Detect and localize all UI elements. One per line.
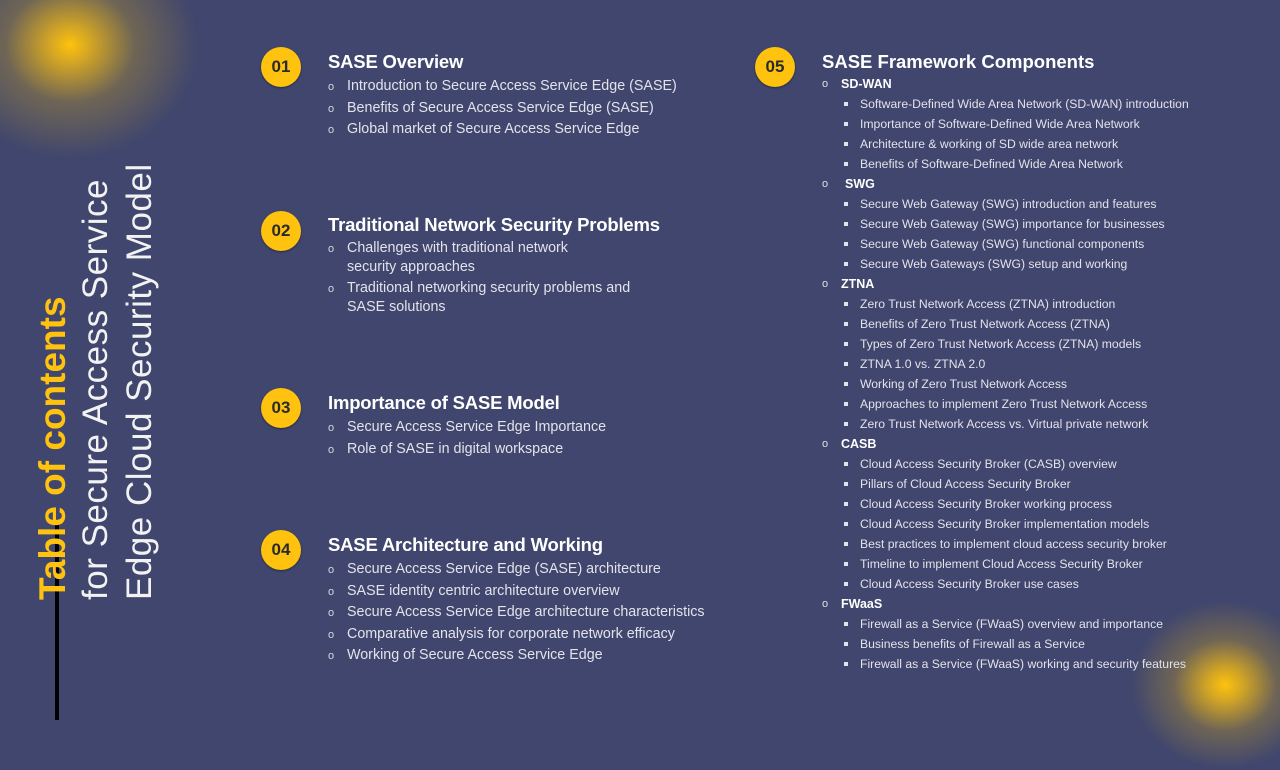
list-item: Zero Trust Network Access (ZTNA) introdu… (822, 294, 1189, 314)
list-item: Benefits of Software-Defined Wide Area N… (822, 154, 1189, 174)
section-sase-framework-components: SASE Framework Components SD-WAN Softwar… (822, 50, 1189, 674)
category-sd-wan: SD-WAN (822, 74, 1189, 94)
section-number-badge: 01 (261, 47, 301, 87)
section-number-badge: 04 (261, 530, 301, 570)
section-heading: SASE Architecture and Working (328, 534, 603, 555)
page-title: Table of contents (30, 296, 76, 600)
subtitle-line-1: for Secure Access Service (76, 179, 115, 600)
list-item: Firewall as a Service (FWaaS) working an… (822, 654, 1189, 674)
list-item: Secure Access Service Edge architecture … (328, 602, 748, 624)
list-item: Zero Trust Network Access vs. Virtual pr… (822, 414, 1189, 434)
section-heading: Traditional Network Security Problems (328, 214, 660, 235)
title-highlight: Table of contents (32, 296, 73, 600)
section-importance-of-sase: Importance of SASE Model Secure Access S… (328, 391, 748, 460)
list-item: Software-Defined Wide Area Network (SD-W… (822, 94, 1189, 114)
list-item: SASE identity centric architecture overv… (328, 581, 748, 602)
category-swg: SWG (822, 174, 1189, 194)
list-item: Cloud Access Security Broker use cases (822, 574, 1189, 594)
section-number-badge: 02 (261, 211, 301, 251)
list-item: Types of Zero Trust Network Access (ZTNA… (822, 334, 1189, 354)
list-item: Business benefits of Firewall as a Servi… (822, 634, 1189, 654)
section-sase-overview: SASE Overview Introduction to Secure Acc… (328, 50, 748, 141)
decorative-glow-top-left (0, 0, 200, 160)
list-item: Benefits of Zero Trust Network Access (Z… (822, 314, 1189, 334)
list-item: Timeline to implement Cloud Access Secur… (822, 554, 1189, 574)
section-sase-architecture: SASE Architecture and Working Secure Acc… (328, 533, 748, 667)
section-heading: Importance of SASE Model (328, 392, 560, 413)
section-number-badge: 05 (755, 47, 795, 87)
list-item: Cloud Access Security Broker working pro… (822, 494, 1189, 514)
list-item: Best practices to implement cloud access… (822, 534, 1189, 554)
section-heading: SASE Overview (328, 51, 464, 72)
list-item: Approaches to implement Zero Trust Netwo… (822, 394, 1189, 414)
list-item: Cloud Access Security Broker implementat… (822, 514, 1189, 534)
list-item: Comparative analysis for corporate netwo… (328, 624, 748, 645)
category-ztna: ZTNA (822, 274, 1189, 294)
list-item: Working of Secure Access Service Edge (328, 645, 748, 667)
category-casb: CASB (822, 434, 1189, 454)
list-item: Benefits of Secure Access Service Edge (… (328, 98, 748, 119)
section-heading: SASE Framework Components (822, 51, 1095, 72)
list-item: Cloud Access Security Broker (CASB) over… (822, 454, 1189, 474)
list-item: Firewall as a Service (FWaaS) overview a… (822, 614, 1189, 634)
list-item: Importance of Software-Defined Wide Area… (822, 114, 1189, 134)
list-item: Traditional networking security problems… (328, 279, 667, 317)
list-item: Secure Access Service Edge Importance (328, 417, 748, 439)
list-item: Secure Access Service Edge (SASE) archit… (328, 559, 748, 581)
list-item: Global market of Secure Access Service E… (328, 119, 748, 141)
list-item: Secure Web Gateway (SWG) functional comp… (822, 234, 1189, 254)
decorative-vertical-line (55, 520, 59, 720)
list-item: ZTNA 1.0 vs. ZTNA 2.0 (822, 354, 1189, 374)
list-item: Secure Web Gateways (SWG) setup and work… (822, 254, 1189, 274)
list-item: Working of Zero Trust Network Access (822, 374, 1189, 394)
section-number-badge: 03 (261, 388, 301, 428)
section-traditional-network-security: Traditional Network Security Problems Ch… (328, 213, 748, 319)
list-item: Secure Web Gateway (SWG) introduction an… (822, 194, 1189, 214)
list-item: Pillars of Cloud Access Security Broker (822, 474, 1189, 494)
category-fwaas: FWaaS (822, 594, 1189, 614)
list-item: Role of SASE in digital workspace (328, 439, 748, 460)
page-subtitle: for Secure Access Service Edge Cloud Sec… (74, 163, 162, 600)
list-item: Challenges with traditional network secu… (328, 239, 597, 277)
list-item: Introduction to Secure Access Service Ed… (328, 76, 748, 98)
list-item: Secure Web Gateway (SWG) importance for … (822, 214, 1189, 234)
list-item: Architecture & working of SD wide area n… (822, 134, 1189, 154)
subtitle-line-2: Edge Cloud Security Model (120, 163, 159, 600)
